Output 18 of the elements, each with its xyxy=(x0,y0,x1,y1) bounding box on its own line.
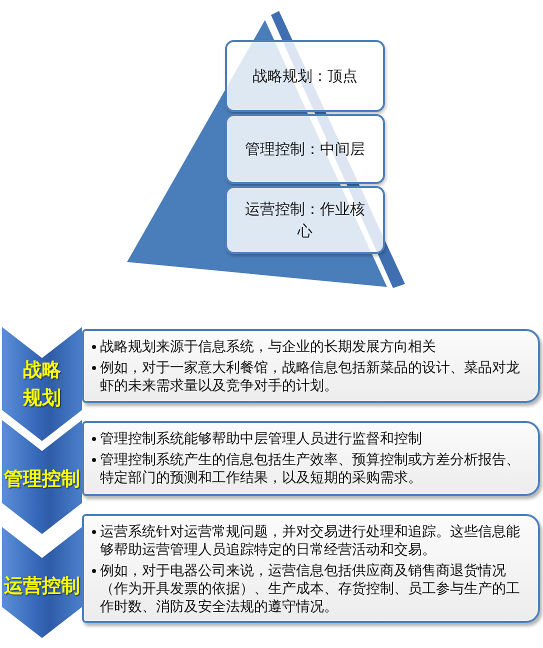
level-box xyxy=(225,114,385,184)
bullet-point: 例如，对于一家意大利餐馆，战略信息包括新菜品的设计、菜品对龙虾的未来需求量以及竞争对手的计划。 xyxy=(91,359,532,395)
bullet-point: 运营系统针对运营常规问题，并对交易进行处理和追踪。这些信息能够帮助运营管理人员追踪特定的日常经营活动和交易。 xyxy=(91,523,532,559)
tab-label: 运营控制 xyxy=(3,574,81,599)
bullet-point: 例如，对于电器公司来说，运营信息包括供应商及销售商退货情况（作为开具发票的依据）、生产成本、存货控制、员工参与生产的工作时数、消防及安全法规的遵守情况。 xyxy=(91,562,532,616)
text-panel xyxy=(82,329,540,403)
level-box xyxy=(225,40,385,112)
tab-label: 管理控制 xyxy=(3,467,81,492)
level-label: 管理控制：中间层 xyxy=(245,139,365,160)
text-panel xyxy=(82,514,540,623)
bullet-point: 管理控制系统能够帮助中层管理人员进行监督和控制 xyxy=(91,430,532,448)
bullet-point: 管理控制系统产生的信息包括生产效率、预算控制或方差分析报告、特定部门的预测和工作结果，以及短期的采购需求。 xyxy=(91,451,532,487)
bullet-point: 战略规划来源于信息系统，与企业的长期发展方向相关 xyxy=(91,338,532,356)
tab-label: 战略规划 xyxy=(22,358,62,411)
level-label: 运营控制：作业核心 xyxy=(244,199,366,242)
level-label: 战略规划：顶点 xyxy=(252,66,358,87)
text-panel xyxy=(82,421,540,496)
level-box xyxy=(225,186,385,254)
